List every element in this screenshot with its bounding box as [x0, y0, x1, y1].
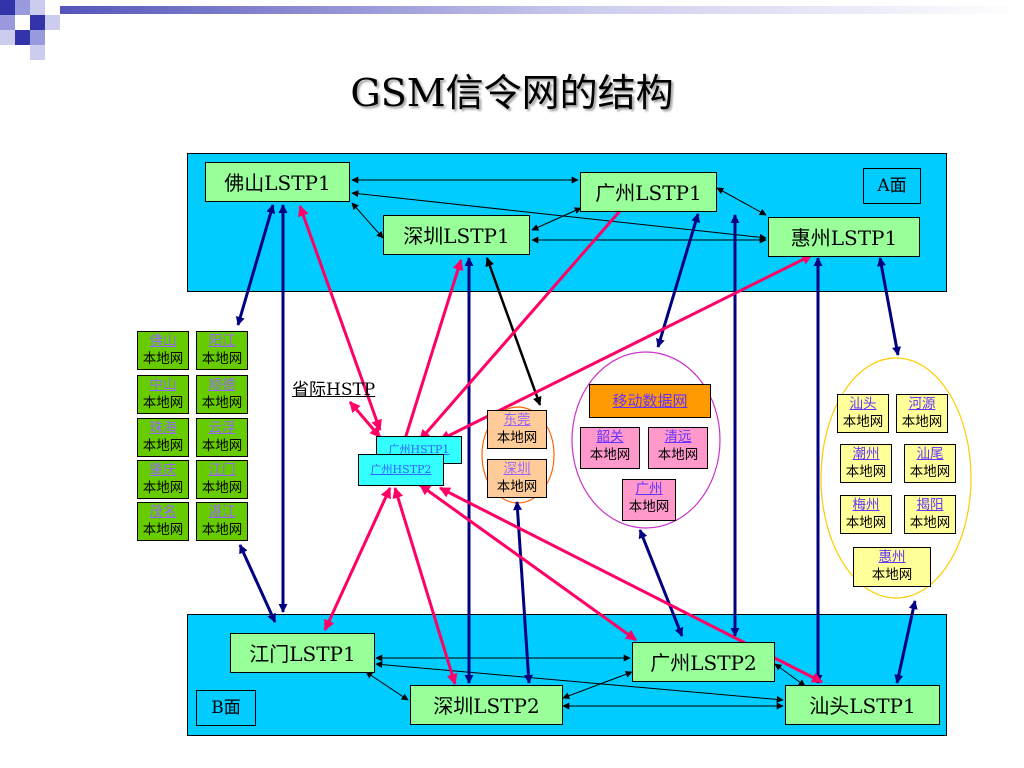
- guangzhou-lstp2-node[interactable]: 广州LSTP2: [632, 642, 775, 682]
- local-net-shunde[interactable]: 顺德本地网: [196, 375, 248, 414]
- mobile-data-network[interactable]: 移动数据网: [589, 384, 711, 418]
- local-net-jieyang[interactable]: 揭阳本地网: [904, 495, 956, 534]
- provincial-hstp-label: 省际HSTP: [292, 380, 376, 400]
- local-net-meizhou[interactable]: 梅州本地网: [840, 495, 892, 534]
- local-net-shanwei[interactable]: 汕尾本地网: [904, 444, 956, 483]
- guangzhou-hstp2-node[interactable]: 广州HSTP2: [358, 454, 444, 486]
- local-net-zhaoqing[interactable]: 肇庆本地网: [137, 460, 189, 499]
- guangzhou-hstp1-label: 广州HSTP1: [388, 443, 450, 456]
- local-net-zhanjiang[interactable]: 湛江本地网: [196, 502, 248, 541]
- mobile-data-network-label: 移动数据网: [612, 392, 688, 410]
- local-net-yangjiang[interactable]: 阳江本地网: [196, 331, 248, 370]
- plane-a-label: A面: [863, 168, 921, 204]
- guangzhou-hstp2-label: 广州HSTP2: [370, 463, 432, 476]
- jiangmen-lstp1-node[interactable]: 江门LSTP1: [230, 633, 375, 673]
- foshan-lstp1-node[interactable]: 佛山LSTP1: [205, 162, 350, 202]
- plane-b-label: B面: [196, 690, 256, 726]
- local-net-dongguan[interactable]: 东莞本地网: [487, 410, 547, 449]
- corner-decoration: [0, 0, 1024, 64]
- page-title: GSM信令网的结构: [350, 71, 674, 115]
- local-net-foshan[interactable]: 佛山本地网: [137, 331, 189, 370]
- local-net-shenzhen[interactable]: 深圳本地网: [487, 459, 547, 498]
- local-net-shaoguan[interactable]: 韶关本地网: [580, 427, 640, 469]
- local-net-chaozhou[interactable]: 潮州本地网: [840, 444, 892, 483]
- local-net-zhuhai[interactable]: 珠海本地网: [137, 418, 189, 457]
- local-net-huizhou[interactable]: 惠州本地网: [853, 547, 931, 587]
- guangzhou-lstp1-node[interactable]: 广州LSTP1: [580, 172, 717, 212]
- local-net-yunfu[interactable]: 云浮本地网: [196, 418, 248, 457]
- shenzhen-lstp2-node[interactable]: 深圳LSTP2: [410, 685, 563, 725]
- local-net-maoming[interactable]: 茂名本地网: [137, 502, 189, 541]
- local-net-jiangmen[interactable]: 江门本地网: [196, 460, 248, 499]
- shantou-lstp1-node[interactable]: 汕头LSTP1: [785, 685, 940, 725]
- local-net-guangzhou[interactable]: 广州本地网: [622, 479, 676, 521]
- local-net-heyuan[interactable]: 河源本地网: [896, 394, 948, 433]
- local-net-qingyuan[interactable]: 清远本地网: [648, 427, 708, 469]
- huizhou-lstp1-node[interactable]: 惠州LSTP1: [768, 217, 920, 257]
- local-net-zhongshan[interactable]: 中山本地网: [137, 375, 189, 414]
- local-net-shantou[interactable]: 汕头本地网: [837, 394, 889, 433]
- shenzhen-lstp1-node[interactable]: 深圳LSTP1: [383, 215, 530, 255]
